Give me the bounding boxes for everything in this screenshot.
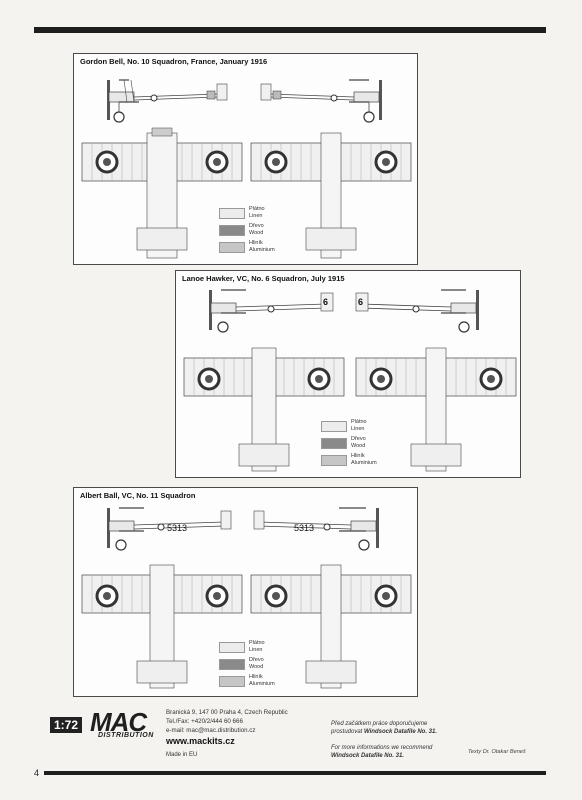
note-czech: Před začátkem práce doporučujeme prostud… bbox=[331, 721, 437, 735]
swatch bbox=[219, 242, 245, 253]
side-view-left: 6 bbox=[209, 289, 334, 333]
swatch bbox=[219, 208, 245, 219]
logo-subtitle: DISTRIBUTION bbox=[98, 732, 154, 739]
top-rule bbox=[34, 27, 546, 33]
bottom-rule bbox=[44, 771, 546, 775]
side-view-left bbox=[107, 79, 228, 123]
bottom-view bbox=[250, 132, 412, 259]
swatch bbox=[321, 438, 347, 449]
bottom-view bbox=[250, 564, 412, 689]
swatch bbox=[219, 659, 245, 670]
note-english: For more informations we recommend Winds… bbox=[331, 745, 433, 759]
panel-albert-ball: Albert Ball, VC, No. 11 Squadron 5313 53… bbox=[73, 487, 418, 697]
page-number: 4 bbox=[34, 768, 40, 778]
serial-marking: 6 bbox=[358, 297, 363, 307]
swatch bbox=[219, 642, 245, 653]
footer: 1:72 MAC DISTRIBUTION Branická 9, 147 00… bbox=[34, 705, 546, 765]
logo-mark: MAC bbox=[90, 707, 147, 737]
swatch bbox=[219, 225, 245, 236]
aircraft-drawings: 5313 5313 bbox=[81, 507, 412, 689]
swatch bbox=[321, 421, 347, 432]
website-link[interactable]: www.mackits.cz bbox=[166, 736, 235, 746]
scale-label: 1:72 bbox=[50, 717, 83, 733]
bottom-view bbox=[355, 347, 517, 472]
serial-marking: 6 bbox=[323, 297, 328, 307]
brand-logo: 1:72 MAC DISTRIBUTION bbox=[42, 707, 172, 741]
panel-gordon-bell: Gordon Bell, No. 10 Squadron, France, Ja… bbox=[73, 53, 418, 265]
panel-title: Albert Ball, VC, No. 11 Squadron bbox=[80, 491, 196, 500]
made-in-label: Made in EU bbox=[166, 752, 198, 758]
aircraft-drawings: 6 6 bbox=[183, 289, 517, 472]
panel-title: Gordon Bell, No. 10 Squadron, France, Ja… bbox=[80, 57, 268, 66]
author-credit: Texty Dr. Otakar Beneš bbox=[468, 749, 526, 755]
side-view-left: 5313 bbox=[107, 507, 232, 551]
top-view bbox=[183, 347, 345, 472]
side-view-right: 6 bbox=[355, 289, 479, 333]
panel-lanoe-hawker: Lanoe Hawker, VC, No. 6 Squadron, July 1… bbox=[175, 270, 521, 478]
swatch bbox=[321, 455, 347, 466]
top-view bbox=[81, 127, 243, 259]
swatch bbox=[219, 676, 245, 687]
panel-title: Lanoe Hawker, VC, No. 6 Squadron, July 1… bbox=[182, 274, 345, 283]
serial-marking: 5313 bbox=[294, 523, 314, 533]
side-view-right: 5313 bbox=[253, 507, 379, 551]
company-address: Branická 9, 147 00 Praha 4, Czech Republ… bbox=[166, 709, 288, 734]
serial-marking: 5313 bbox=[167, 523, 187, 533]
top-view bbox=[81, 564, 243, 689]
aircraft-drawings bbox=[81, 79, 412, 259]
side-view-right bbox=[260, 79, 382, 123]
